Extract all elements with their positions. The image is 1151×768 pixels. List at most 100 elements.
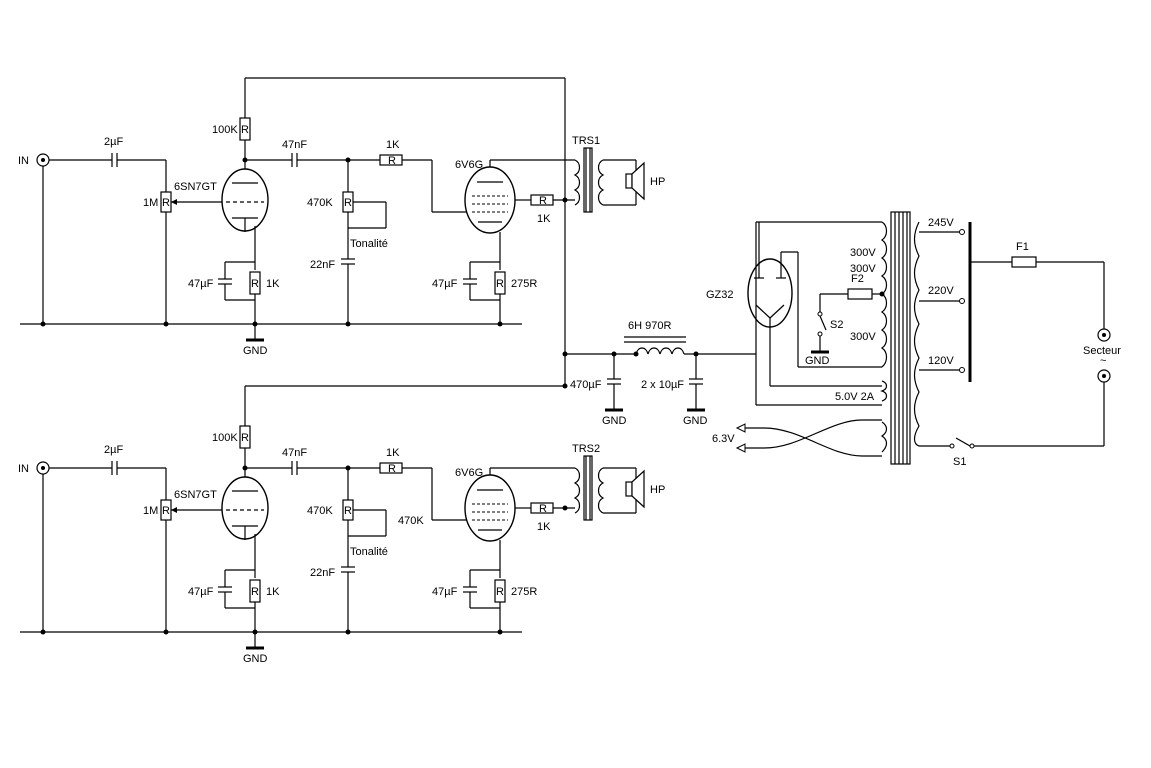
tone-label-1: Tonalité [350, 238, 388, 250]
coupling-capacitor-1 [291, 153, 298, 167]
r-symbol: R [496, 278, 504, 290]
output-transformer-1 [573, 147, 605, 213]
r-symbol: R [539, 503, 547, 515]
switch1-label: S1 [953, 456, 966, 468]
rectifier-label: GZ32 [706, 289, 734, 301]
c-couple-label-2: 47nF [282, 447, 307, 459]
sec-hv1-label: 300V [850, 247, 876, 259]
mains-symbol: ~ [1100, 355, 1106, 367]
tap3-label: 120V [928, 355, 954, 367]
cathode-capacitor-1 [218, 278, 232, 285]
fuse-f2 [847, 288, 873, 300]
r-plate-label-2: 100K [212, 432, 238, 444]
c-k1-label-1: 47µF [188, 278, 214, 290]
r-k2-label-1: 275R [511, 278, 537, 290]
mains-label: Secteur [1083, 345, 1121, 357]
pentode-6v6g-2 [464, 474, 516, 542]
r-tone-extra-label-2: 470K [398, 515, 424, 527]
c-tone-label-2: 22nF [310, 567, 335, 579]
c-filter1-label: 470µF [570, 379, 602, 391]
switch-s1[interactable] [955, 437, 971, 447]
gnd1-label: GND [602, 415, 627, 427]
fuse1-label: F1 [1016, 241, 1029, 253]
input-capacitor-2 [111, 461, 118, 475]
sec-hv3-label: 300V [850, 331, 876, 343]
r-symbol: R [388, 155, 396, 167]
c-k2-label-1: 47µF [432, 278, 458, 290]
input-label-1: IN [18, 155, 29, 167]
c-k1-label-2: 47µF [188, 586, 214, 598]
c-in-label-2: 2µF [104, 444, 123, 456]
tap1-label: 245V [928, 217, 954, 229]
tone-capacitor-1 [341, 258, 355, 265]
gnd-label-1: GND [243, 345, 268, 357]
sec-heater-label: 6.3V [712, 433, 735, 445]
r-symbol: R [539, 195, 547, 207]
switch2-label: S2 [830, 319, 843, 331]
speaker-label-1: HP [650, 176, 665, 188]
r-symbol: R [496, 586, 504, 598]
r-symbol: R [162, 505, 170, 517]
r-symbol: R [344, 505, 352, 517]
pot-in-label-2: 1M [143, 505, 158, 517]
coupling-capacitor-2 [291, 461, 298, 475]
r-k1-label-1: 1K [266, 278, 280, 290]
fuse2-label: F2 [851, 273, 864, 285]
r-symbol: R [388, 463, 396, 475]
r-k2-label-2: 275R [511, 586, 537, 598]
power-supply: 470µF GND 6H 970R 2 x 10µF GND GZ32 [562, 78, 1121, 468]
tone-label-2: Tonalité [350, 546, 388, 558]
tube2-label-1: 6V6G [455, 159, 483, 171]
input-capacitor-1 [111, 153, 118, 167]
channel-2: IN 2µF R 1M R 100K 6SN7GT [18, 385, 665, 665]
switch-s2[interactable] [819, 315, 827, 331]
triode-6sn7gt-1 [221, 168, 269, 232]
pentode-6v6g-1 [464, 166, 516, 234]
gnd2-label: GND [683, 415, 708, 427]
r-symbol: R [241, 432, 249, 444]
speaker-1 [625, 161, 645, 201]
triode-6sn7gt-2 [221, 476, 269, 540]
tone-capacitor-2 [341, 566, 355, 573]
tap2-label: 220V [928, 285, 954, 297]
r-grid-label-1: 1K [537, 213, 551, 225]
r-symbol: R [251, 586, 259, 598]
r-tone-label-1: 470K [307, 197, 333, 209]
rectifier-gz32 [747, 258, 793, 328]
r-series-label-2: 1K [386, 447, 400, 459]
c-tone-label-1: 22nF [310, 259, 335, 271]
cathode-capacitor-2 [463, 278, 477, 285]
r-symbol: R [241, 124, 249, 136]
tube2-label-2: 6V6G [455, 467, 483, 479]
choke-label: 6H 970R [628, 320, 671, 332]
speaker-2 [625, 469, 645, 509]
r-grid-label-2: 1K [537, 521, 551, 533]
c-in-label-1: 2µF [104, 136, 123, 148]
r-series-label-1: 1K [386, 139, 400, 151]
filter-capacitor-1 [607, 378, 621, 385]
input-label-2: IN [18, 463, 29, 475]
cathode-capacitor-3 [218, 586, 232, 593]
gnd-label-2: GND [243, 653, 268, 665]
r-tone-label-2: 470K [307, 505, 333, 517]
tube1-label-1: 6SN7GT [174, 181, 217, 193]
r-symbol: R [344, 197, 352, 209]
gnd3-label: GND [805, 355, 830, 367]
speaker-label-2: HP [650, 484, 665, 496]
r-symbol: R [162, 197, 170, 209]
cathode-capacitor-4 [463, 586, 477, 593]
r-plate-label-1: 100K [212, 124, 238, 136]
r-k1-label-2: 1K [266, 586, 280, 598]
sec-hv2-label: 300V [850, 263, 876, 275]
transformer-label-2: TRS2 [572, 443, 600, 455]
transformer-label-1: TRS1 [572, 135, 600, 147]
tube1-label-2: 6SN7GT [174, 489, 217, 501]
r-symbol: R [251, 278, 259, 290]
channel-1: IN 2µF R 1M R 100K 6SN7GT [18, 77, 665, 357]
c-couple-label-1: 47nF [282, 139, 307, 151]
filter-capacitor-2 [689, 378, 703, 385]
power-transformer [880, 211, 920, 465]
fuse-f1 [1011, 256, 1037, 268]
output-transformer-2 [573, 455, 605, 521]
